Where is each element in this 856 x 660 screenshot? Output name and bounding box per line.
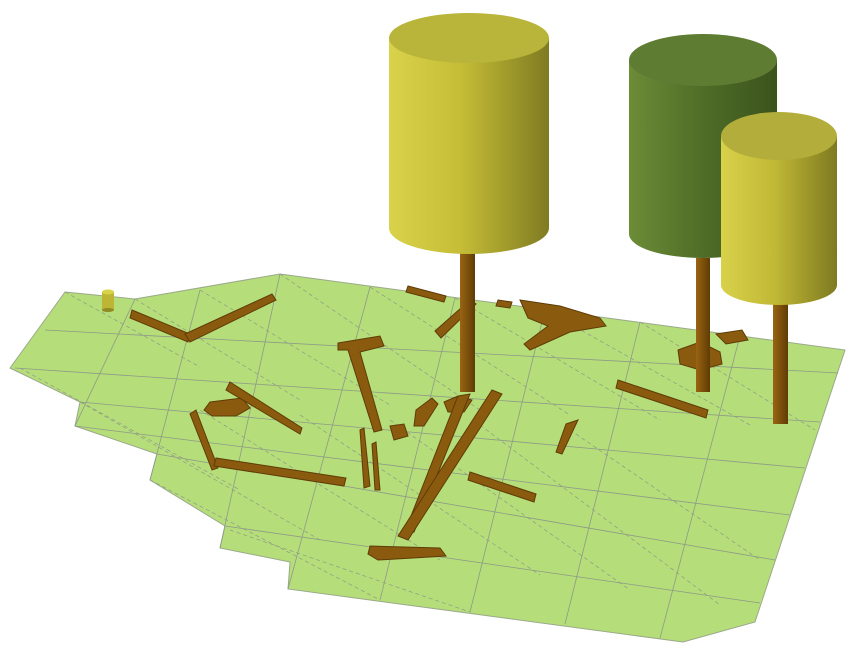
- debris-chunk: [496, 300, 512, 308]
- trunk-back-right: [696, 258, 710, 392]
- ground-plot: [10, 274, 845, 642]
- trunk-left: [460, 250, 475, 392]
- front-right-tree-canopy: [721, 112, 837, 305]
- trunk-front-right: [773, 302, 788, 424]
- small-post: [102, 290, 114, 313]
- ground-surface: [10, 274, 845, 642]
- left-tree-canopy: [389, 13, 549, 254]
